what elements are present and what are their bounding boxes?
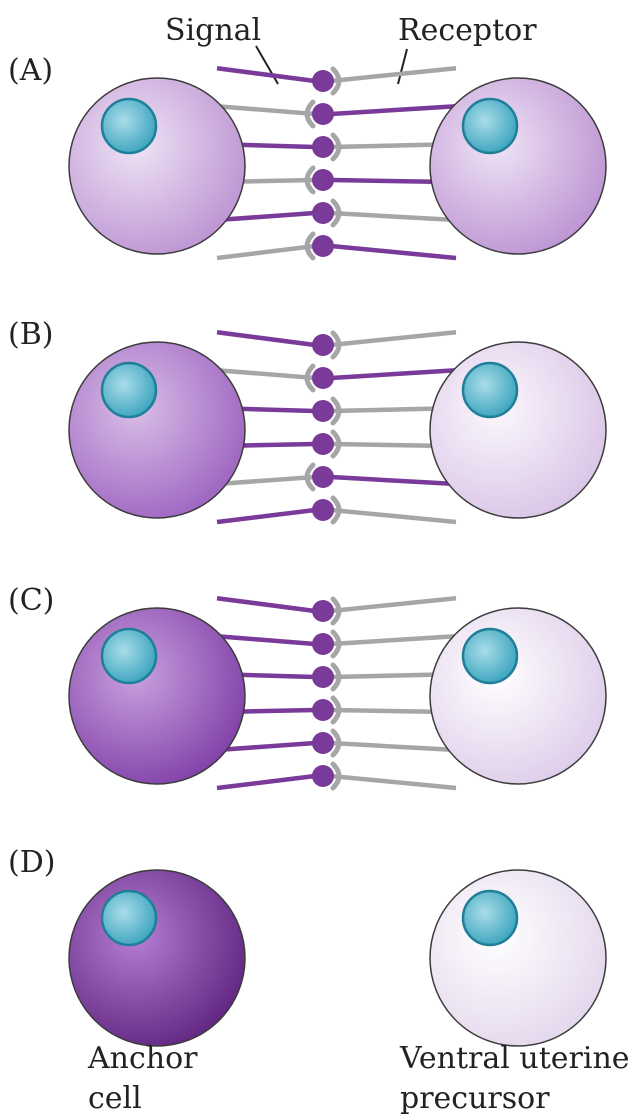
signal-ligand	[312, 400, 334, 422]
receptor-line	[330, 773, 457, 791]
receptor-cup	[330, 330, 342, 360]
ventral-uterine-cell	[429, 607, 607, 785]
panel-label-d: (D)	[8, 845, 55, 880]
receptor-line	[330, 210, 457, 223]
anchor-cell-label-line2: cell	[88, 1081, 142, 1116]
signal-ligand	[312, 600, 334, 622]
receptor-cup	[330, 198, 342, 228]
panels: (A) (B) (C) (D)	[8, 53, 607, 1047]
panel-label-b: (B)	[8, 317, 53, 352]
signal-ligand	[312, 169, 334, 191]
receptor-cup	[304, 231, 316, 261]
receptor-line	[330, 740, 457, 753]
signal-line	[216, 773, 316, 791]
receptor-line	[330, 633, 457, 647]
receptor-line	[330, 330, 457, 348]
receptor-line	[330, 596, 457, 614]
receptor-cup	[330, 728, 342, 758]
anchor-cell-nucleus	[100, 889, 158, 947]
receptor-cup	[330, 596, 342, 626]
panel-c: (C)	[8, 583, 607, 791]
signal-ligand	[312, 732, 334, 754]
receptor-cup	[330, 495, 342, 525]
signal-ligand	[312, 70, 334, 92]
signal-ligand	[312, 666, 334, 688]
ventral-uterine-nucleus	[461, 889, 519, 947]
panel-label-a: (A)	[8, 53, 53, 88]
ventral-uterine-cell	[429, 869, 607, 1047]
receptor-line	[216, 474, 316, 487]
receptor-cup	[330, 761, 342, 791]
receptor-cup	[330, 662, 342, 692]
ventral-uterine-cell	[429, 341, 607, 519]
signal-ligand	[312, 699, 334, 721]
signal-leader-line	[255, 45, 279, 85]
anchor-cell-nucleus	[100, 361, 158, 419]
signal-ligand	[312, 103, 334, 125]
signal-ligand	[312, 433, 334, 455]
signal-line	[216, 507, 316, 525]
anchor-cell	[68, 607, 246, 785]
ventral-uterine-cell	[429, 77, 607, 255]
signal-line	[216, 330, 316, 348]
signal-line	[216, 210, 316, 223]
receptor-line	[216, 103, 316, 117]
signal-line	[216, 740, 316, 753]
ventral-uterine-label-line2: precursor	[400, 1081, 550, 1116]
signal-label: Signal	[165, 13, 261, 48]
panel-d: (D)	[8, 845, 607, 1047]
receptor-cup	[330, 132, 342, 162]
signal-ligand	[312, 334, 334, 356]
signal-ligand	[312, 499, 334, 521]
ventral-uterine-label-line1: Ventral uterine	[399, 1041, 630, 1076]
signal-line	[216, 596, 316, 614]
ventral-uterine-nucleus	[461, 627, 519, 685]
ventral-uterine-nucleus	[461, 361, 519, 419]
signal-ligand	[312, 235, 334, 257]
panel-label-c: (C)	[8, 583, 54, 618]
signal-line	[330, 367, 457, 381]
receptor-cup	[330, 695, 342, 725]
receptor-cup	[304, 99, 316, 129]
receptor-line	[216, 367, 316, 381]
receptor-cup	[330, 66, 342, 96]
signal-ligand	[312, 136, 334, 158]
signal-line	[216, 66, 316, 84]
anchor-cell-label-line1: Anchor	[87, 1041, 198, 1076]
receptor-cup	[330, 396, 342, 426]
anchor-cell	[68, 77, 246, 255]
anchor-cell-nucleus	[100, 627, 158, 685]
signal-ligand	[312, 202, 334, 224]
signal-line	[330, 243, 457, 261]
signal-ligand	[312, 367, 334, 389]
receptor-cup	[330, 629, 342, 659]
signal-ligand	[312, 633, 334, 655]
panel-a: (A)	[8, 53, 607, 261]
anchor-cell	[68, 341, 246, 519]
connection-group	[216, 596, 457, 791]
panel-b: (B)	[8, 317, 607, 525]
signal-line	[330, 103, 457, 117]
anchor-cell-nucleus	[100, 97, 158, 155]
receptor-leader-line	[397, 48, 408, 85]
signal-line	[216, 633, 316, 647]
receptor-cup	[304, 363, 316, 393]
connection-group	[216, 330, 457, 525]
signal-ligand	[312, 466, 334, 488]
receptor-line	[216, 243, 316, 261]
receptor-line	[330, 507, 457, 525]
anchor-cell	[68, 869, 246, 1047]
receptor-label: Receptor	[398, 13, 537, 48]
signal-line	[330, 474, 457, 487]
receptor-cup	[304, 165, 316, 195]
receptor-cup	[330, 429, 342, 459]
receptor-line	[330, 66, 457, 84]
connection-group	[216, 66, 457, 261]
ventral-uterine-nucleus	[461, 97, 519, 155]
signal-ligand	[312, 765, 334, 787]
receptor-cup	[304, 462, 316, 492]
